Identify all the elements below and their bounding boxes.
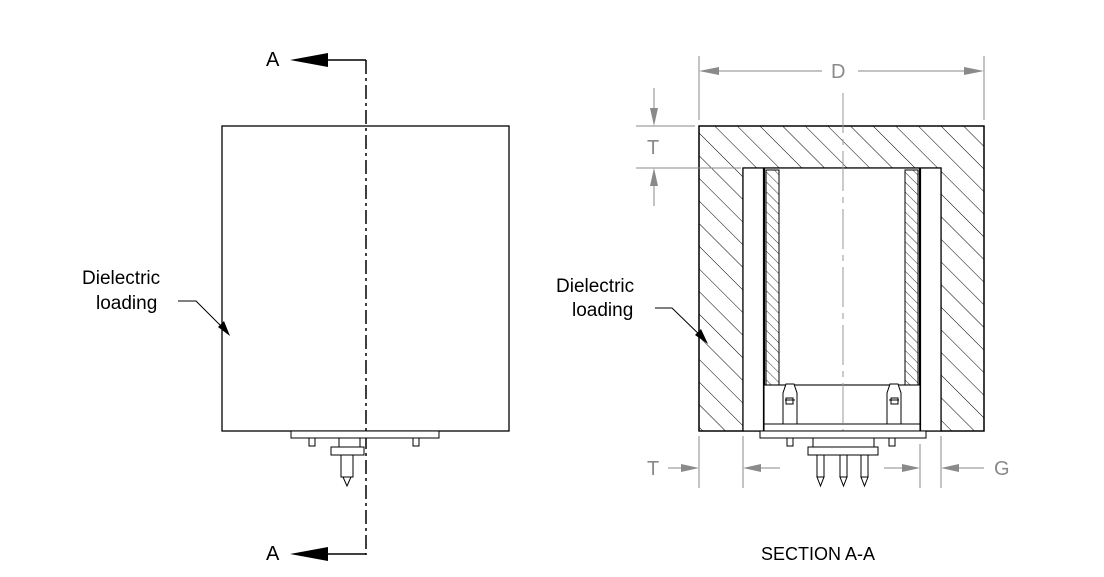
section-label-top: A xyxy=(266,49,280,71)
dim-label-side-thickness: T xyxy=(647,458,659,480)
left-view: A A Dielectric loading xyxy=(82,49,510,565)
left-mount-pin-2 xyxy=(412,437,420,447)
left-callout-line2: loading xyxy=(96,293,157,314)
section-liner-right xyxy=(904,169,919,386)
probe-right xyxy=(886,383,902,425)
section-connector-nut xyxy=(807,446,879,456)
left-flange-plate xyxy=(290,430,440,439)
dim-label-top-thickness: T xyxy=(647,137,659,159)
left-connector-tip xyxy=(342,476,352,488)
dimension-lines xyxy=(636,56,985,488)
dimension-arrowheads xyxy=(650,67,984,472)
section-callout-leader xyxy=(655,307,707,342)
left-connector-body xyxy=(338,437,361,448)
left-callout-arrowhead xyxy=(218,321,230,336)
section-connector-pins xyxy=(816,454,869,488)
section-mount-pin-2 xyxy=(888,437,896,447)
left-callout-line1: Dielectric xyxy=(82,268,160,289)
section-callout-line1: Dielectric xyxy=(556,276,634,297)
section-title: SECTION A-A xyxy=(761,544,875,564)
section-connector-body xyxy=(812,437,875,448)
left-connector-nut xyxy=(330,446,365,456)
section-mount-pin-1 xyxy=(786,437,794,447)
section-flange-plate xyxy=(759,430,927,439)
section-callout-line2: loading xyxy=(572,300,633,321)
section-label-bottom: A xyxy=(266,543,280,565)
left-mount-pin-1 xyxy=(308,437,316,447)
left-callout-leader xyxy=(178,300,229,334)
section-liner-left xyxy=(765,169,780,386)
section-arrow-bottom-head xyxy=(290,547,328,561)
section-callout-arrowhead xyxy=(695,329,708,344)
dim-label-diameter: D xyxy=(831,61,845,83)
probe-left xyxy=(782,383,798,425)
dim-label-gap: G xyxy=(994,458,1010,480)
section-arrow-top-head xyxy=(290,53,328,67)
section-view: Dielectric loading xyxy=(556,56,1010,564)
left-connector-shank xyxy=(340,454,354,478)
